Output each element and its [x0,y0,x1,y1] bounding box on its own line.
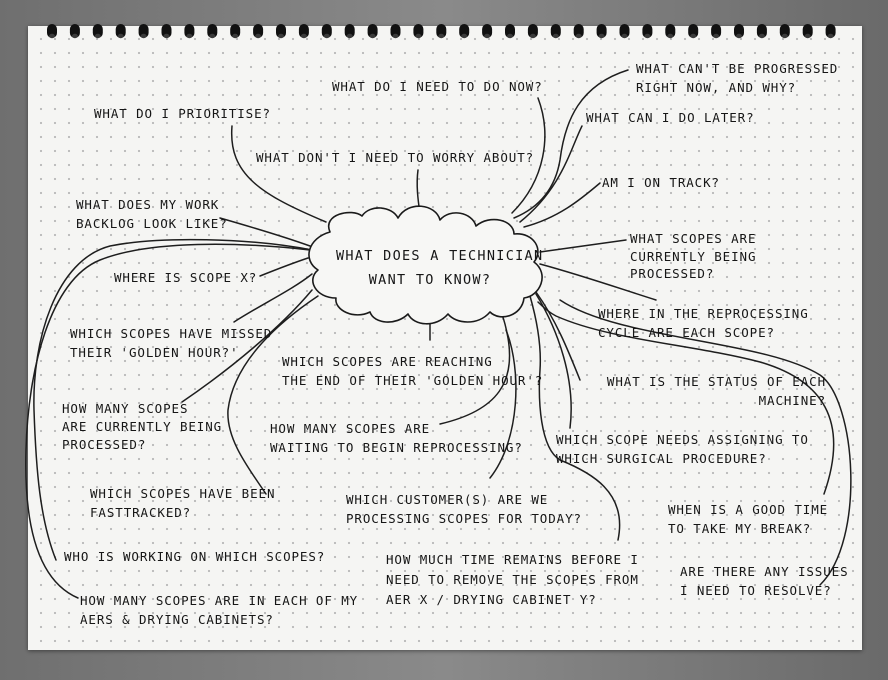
binding-ring [344,24,355,39]
binding-ring [321,24,332,39]
connector-how-many-aers [25,243,311,599]
question-cant-progress: WHAT CAN'T BE PROGRESSED RIGHT NOW, AND … [636,61,839,95]
binding-ring [665,24,676,39]
connector-missed-golden-hour [233,273,313,323]
question-time-remains: HOW MUCH TIME REMAINS BEFORE I NEED TO R… [386,552,639,607]
connector-time-remains [529,295,621,541]
binding-ring [802,24,813,39]
question-missed-golden-hour: WHICH SCOPES HAVE MISSED THEIR 'GOLDEN H… [70,326,273,360]
binding-ring [688,24,699,39]
question-fasttracked: WHICH SCOPES HAVE BEEN FASTTRACKED? [90,486,276,520]
binding-ring [253,24,264,39]
question-customers: WHICH CUSTOMER(S) ARE WE PROCESSING SCOP… [346,492,582,526]
question-reprocessing-cycle: WHERE IN THE REPROCESSING CYCLE ARE EACH… [598,306,809,340]
connector-who-working [33,238,313,561]
binding-ring [390,24,401,39]
binding-ring [482,24,493,39]
connector-machine-status [535,291,581,381]
binding-ring [436,24,447,39]
connector-scopes-processed [539,239,627,253]
spiral-binding [47,24,836,39]
binding-ring [184,24,195,39]
binding-ring [734,24,744,39]
question-reaching-golden-hour: WHICH SCOPES ARE REACHING THE END OF THE… [282,354,544,388]
binding-ring [619,24,630,39]
question-dont-worry: WHAT DON'T I NEED TO WORRY ABOUT? [256,150,535,165]
center-question: WHAT DOES A TECHNICIAN WANT TO KNOW? [336,248,544,288]
binding-ring [115,24,126,39]
binding-ring [367,24,378,39]
connector-issues [559,299,852,586]
question-who-working: WHO IS WORKING ON WHICH SCOPES? [64,549,326,564]
binding-ring [459,24,470,39]
question-how-many-aers: HOW MANY SCOPES ARE IN EACH OF MY AERS &… [80,593,359,627]
binding-ring [642,24,653,39]
question-how-many-processed: HOW MANY SCOPES ARE CURRENTLY BEING PROC… [62,401,223,452]
binding-ring [413,24,424,39]
binding-ring [298,24,309,39]
question-backlog: WHAT DOES MY WORK BACKLOG LOOK LIKE? [76,197,228,231]
binding-ring [207,24,218,39]
connector-on-track [523,182,601,228]
question-do-now: WHAT DO I NEED TO DO NOW? [332,79,543,94]
connector-cant-progress [513,69,629,219]
binding-ring [161,24,172,39]
question-where-scope-x: WHERE IS SCOPE X? [114,270,258,285]
binding-ring [505,24,515,39]
connector-where-scope-x [259,257,309,277]
binding-ring [711,24,722,39]
connector-reprocessing-cycle [539,263,657,301]
connector-do-now [511,97,546,214]
binding-ring [756,24,767,39]
binding-ring [573,24,584,39]
question-surgical-procedure: WHICH SCOPE NEEDS ASSIGNING TO WHICH SUR… [556,432,809,466]
connector-customers [489,329,517,479]
binding-ring [276,24,286,39]
question-break: WHEN IS A GOOD TIME TO TAKE MY BREAK? [668,502,829,536]
question-waiting: HOW MANY SCOPES ARE WAITING TO BEGIN REP… [270,421,523,455]
binding-ring [550,24,561,39]
question-prioritise: WHAT DO I PRIORITISE? [94,106,271,121]
connector-fasttracked [227,295,319,495]
question-on-track: AM I ON TRACK? [602,175,720,190]
connector-backlog [219,217,311,247]
question-scopes-processed: WHAT SCOPES ARE CURRENTLY BEING PROCESSE… [630,231,757,281]
binding-ring [825,24,836,39]
question-machine-status: WHAT IS THE STATUS OF EACH MACHINE? [606,374,826,408]
binding-ring [69,24,80,39]
question-do-later: WHAT CAN I DO LATER? [586,110,755,125]
connector-prioritise [230,125,327,223]
binding-ring [47,24,57,39]
binding-ring [92,24,103,39]
binding-ring [779,24,790,39]
question-issues: ARE THERE ANY ISSUES I NEED TO RESOLVE? [680,564,849,598]
binding-ring [138,24,149,39]
notebook-page [28,26,862,650]
connector-do-later [519,125,583,223]
binding-ring [230,24,241,39]
center-cloud-outline [308,205,543,325]
binding-ring [596,24,607,39]
connector-break [537,301,835,495]
connector-how-many-processed [181,289,313,403]
binding-ring [527,24,538,39]
